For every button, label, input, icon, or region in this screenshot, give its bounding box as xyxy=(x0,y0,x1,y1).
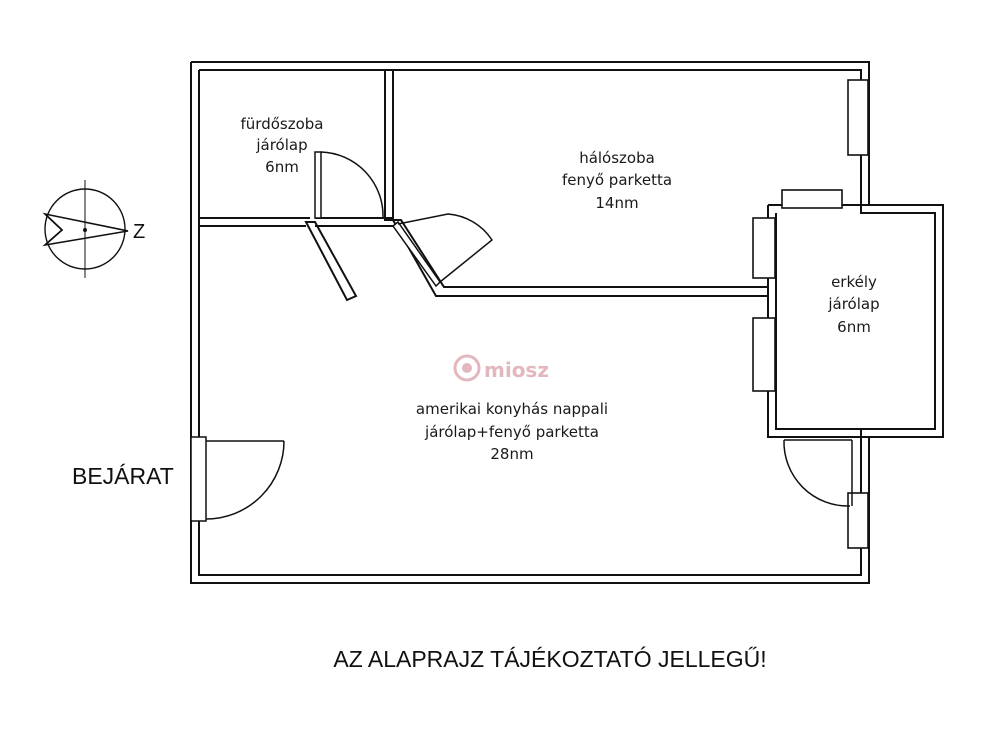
watermark-text: miosz xyxy=(484,358,549,382)
interior-walls xyxy=(199,69,769,302)
bathroom-floor: járólap xyxy=(255,136,307,154)
door-entrance xyxy=(190,436,285,522)
bathroom-area: 6nm xyxy=(265,158,299,176)
label-bedroom: hálószoba fenyő parketta 14nm xyxy=(562,149,672,212)
entrance-label: BEJÁRAT xyxy=(72,463,174,489)
label-living: amerikai konyhás nappali járólap+fenyő p… xyxy=(416,400,608,463)
living-floor: járólap+fenyő parketta xyxy=(424,423,599,441)
living-area: 28nm xyxy=(490,445,533,463)
bedroom-area: 14nm xyxy=(595,194,638,212)
label-bathroom: fürdőszoba járólap 6nm xyxy=(241,115,324,176)
window-balcony-left-2 xyxy=(752,317,776,392)
door-balcony xyxy=(783,439,853,507)
living-name: amerikai konyhás nappali xyxy=(416,400,608,418)
bedroom-floor: fenyő parketta xyxy=(562,171,672,189)
compass: Z xyxy=(42,180,145,278)
door-bedroom xyxy=(391,213,494,288)
balcony-floor: járólap xyxy=(827,295,879,313)
watermark-heart-icon xyxy=(453,354,481,382)
window-living-right xyxy=(847,492,869,549)
window-balcony-left-1 xyxy=(752,217,776,279)
bathroom-name: fürdőszoba xyxy=(241,115,324,133)
balcony-area: 6nm xyxy=(837,318,871,336)
windows xyxy=(752,79,869,549)
bedroom-name: hálószoba xyxy=(579,149,655,167)
window-balcony-top xyxy=(781,189,843,209)
label-balcony: erkély járólap 6nm xyxy=(827,273,879,336)
compass-letter: Z xyxy=(133,221,145,243)
doors xyxy=(190,151,853,522)
window-bedroom xyxy=(847,79,869,156)
disclaimer: AZ ALAPRAJZ TÁJÉKOZTATÓ JELLEGŰ! xyxy=(333,646,766,672)
watermark-logo: miosz xyxy=(453,354,549,382)
balcony-name: erkély xyxy=(831,273,877,291)
door-bathroom xyxy=(314,151,384,219)
